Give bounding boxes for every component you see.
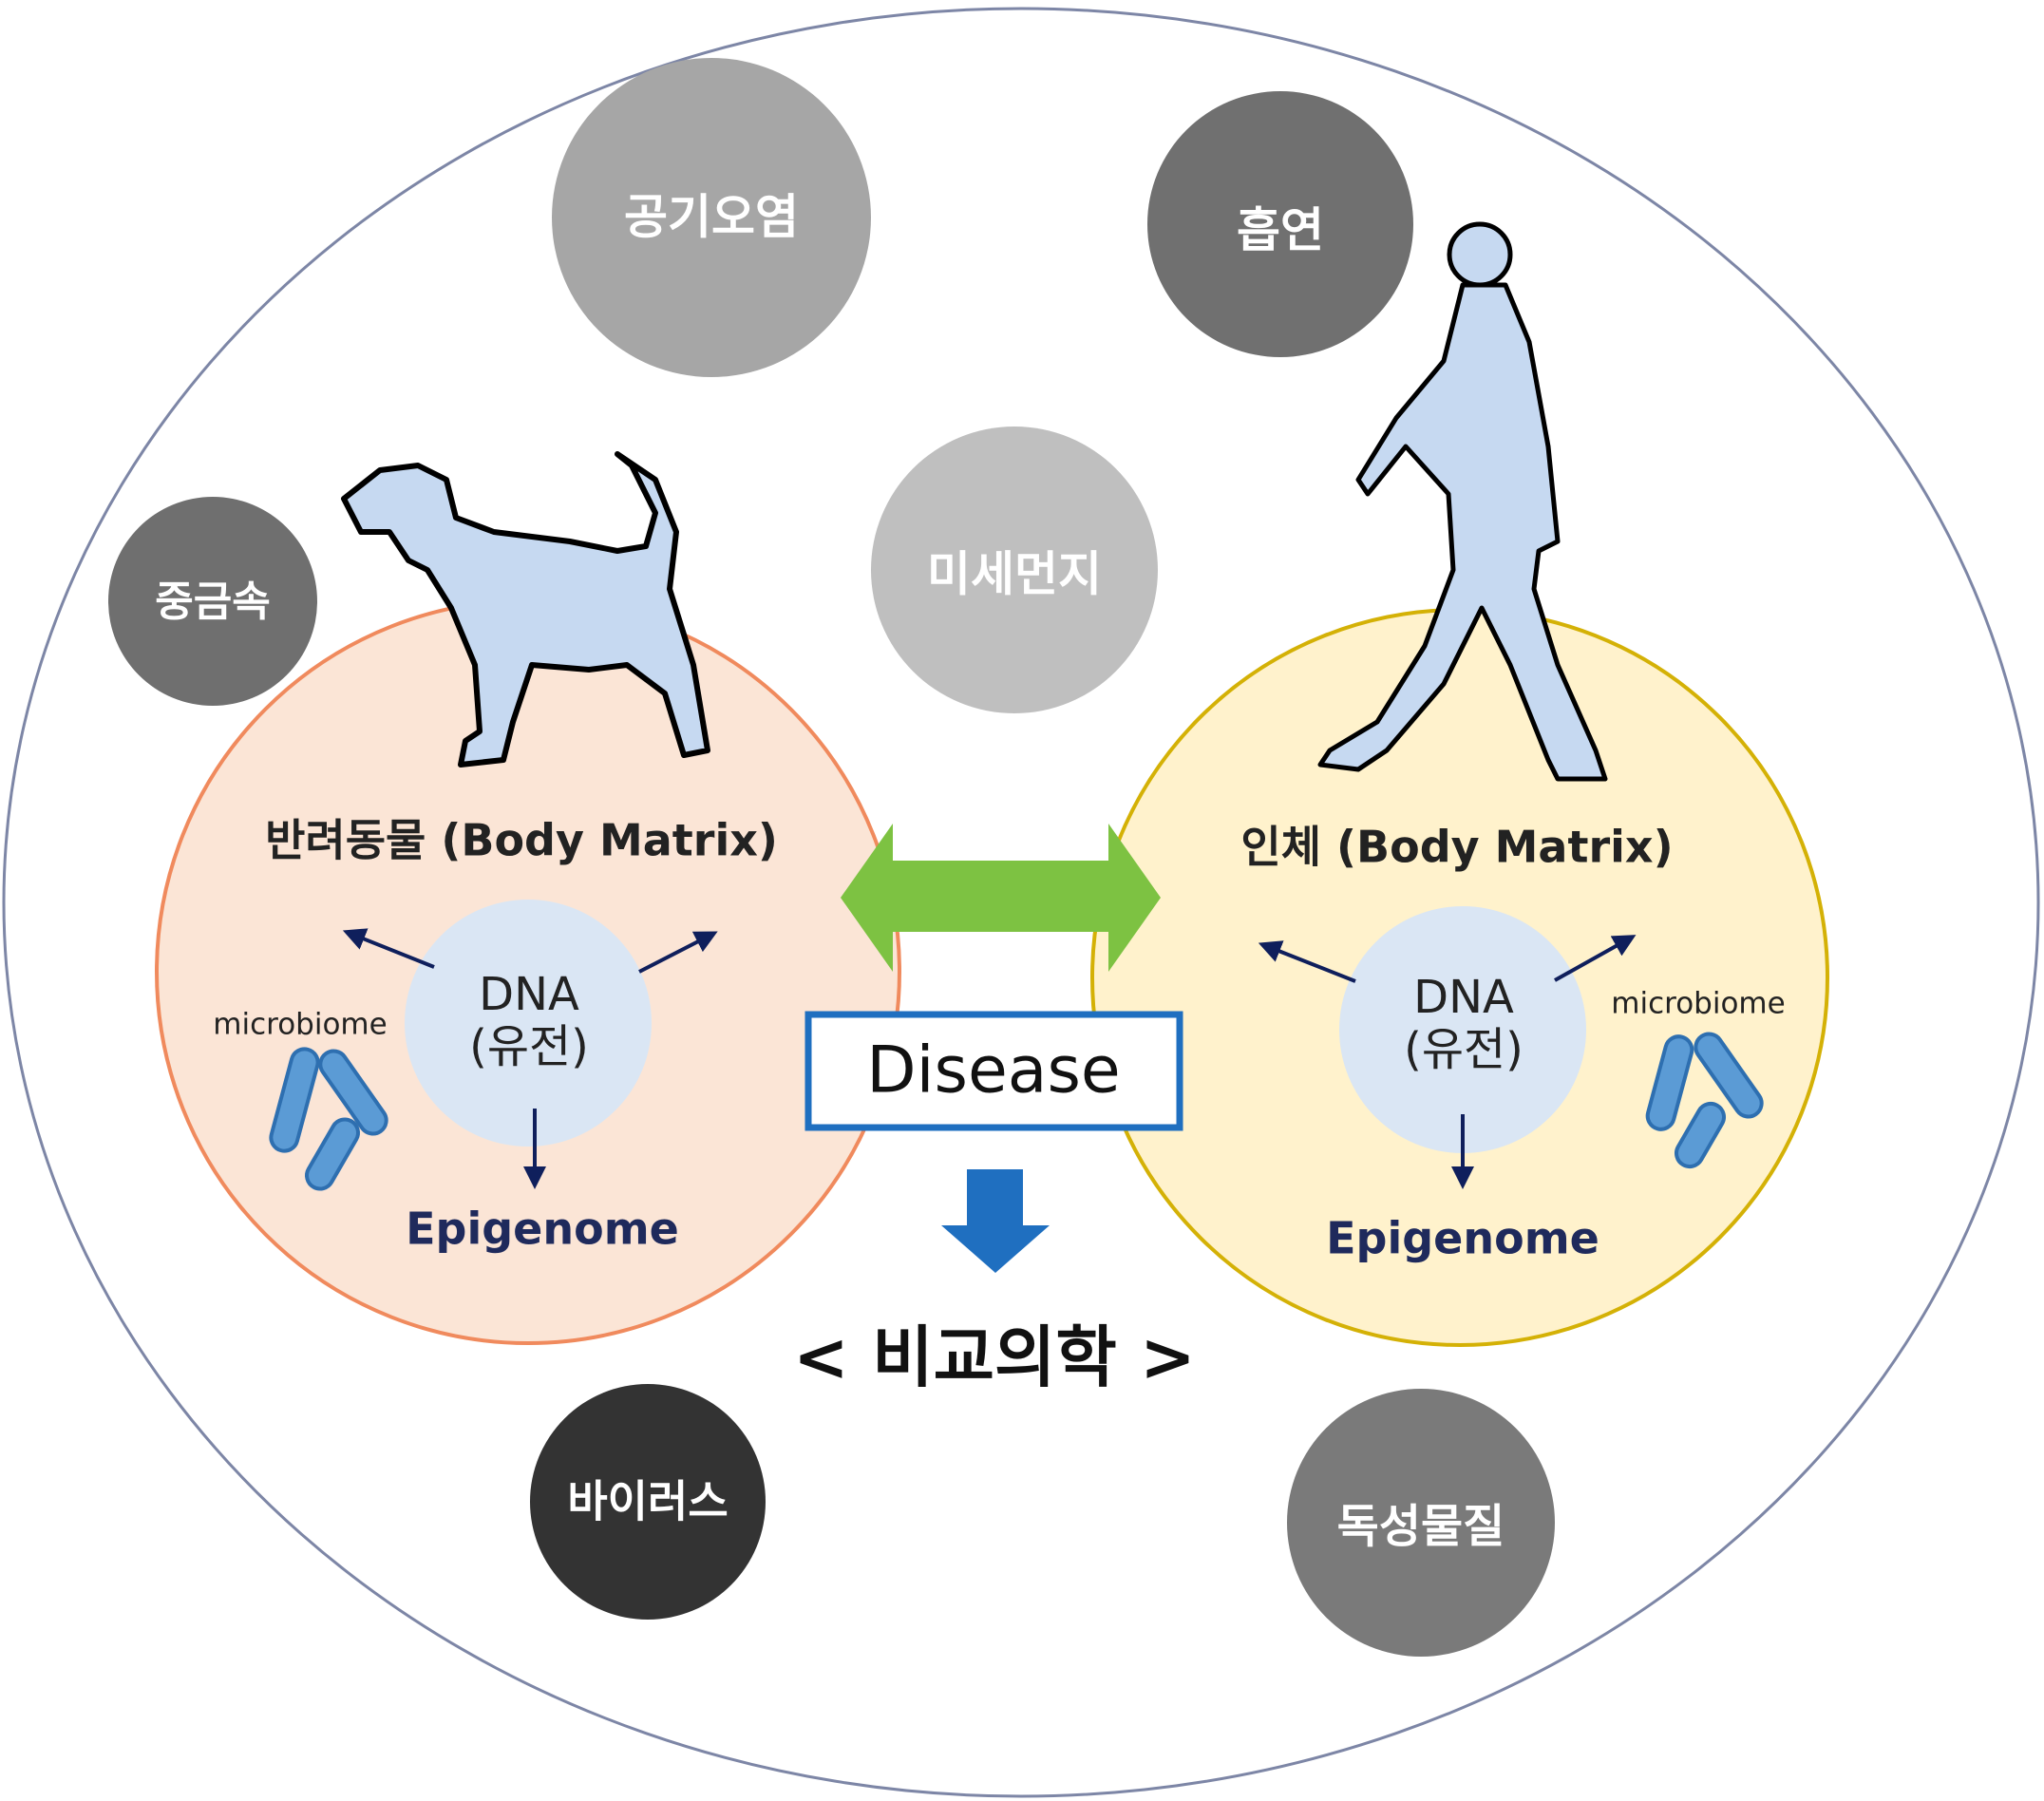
factor-virus: 바이러스 — [530, 1384, 766, 1620]
animal-dna-label: DNA — [479, 968, 579, 1021]
human-dna-sub: (유전) — [1404, 1023, 1524, 1076]
walking-human-icon — [1317, 282, 1608, 782]
factor-smoking: 흡연 — [1147, 91, 1413, 357]
human-matrix-title: 인체 (Body Matrix) — [1240, 822, 1673, 873]
bidirectional-arrow — [841, 824, 1161, 972]
arrow-up-right — [638, 931, 718, 974]
arrow-to-microbiome — [342, 928, 435, 969]
bacteria-icon — [1645, 1032, 1764, 1169]
human-head — [1447, 221, 1513, 288]
factor-label: 중금속 — [155, 578, 270, 626]
factor-label: 독성물질 — [1337, 1500, 1505, 1553]
down-arrow-icon — [941, 1169, 1050, 1273]
arrow-up-left — [1258, 940, 1356, 983]
factor-label: 흡연 — [1237, 203, 1324, 258]
human-dna-label: DNA — [1413, 971, 1514, 1024]
bacteria-icon — [269, 1047, 388, 1191]
animal-matrix-title: 반려동물 (Body Matrix) — [265, 815, 778, 866]
human-matrix: 인체 (Body Matrix) DNA (유전) microbiome Epi… — [1090, 221, 1829, 1347]
dog-icon — [341, 451, 710, 768]
animal-dna-sub: (유전) — [469, 1020, 589, 1073]
human-epigenome-label: Epigenome — [1326, 1213, 1599, 1264]
disease-label: Disease — [866, 1033, 1120, 1109]
factor-label: 미세먼지 — [927, 547, 1102, 602]
comparative-medicine-label: < 비교의학 > — [793, 1318, 1196, 1396]
disease-box: Disease — [804, 1011, 1183, 1131]
animal-microbiome-label: microbiome — [213, 1008, 387, 1042]
animal-epigenome-label: Epigenome — [406, 1204, 679, 1255]
factor-heavy-metals: 중금속 — [108, 497, 317, 706]
human-microbiome-label: microbiome — [1611, 987, 1785, 1021]
factor-label: 바이러스 — [567, 1476, 728, 1527]
factor-toxic-substances: 독성물질 — [1287, 1389, 1555, 1657]
factor-air-pollution: 공기오염 — [552, 58, 871, 377]
companion-animal-matrix: 반려동물 (Body Matrix) DNA (유전) microbiome E… — [155, 451, 901, 1345]
arrow-to-microbiome — [1554, 935, 1637, 982]
factor-label: 공기오염 — [624, 190, 799, 245]
factor-fine-dust: 미세먼지 — [871, 427, 1158, 713]
